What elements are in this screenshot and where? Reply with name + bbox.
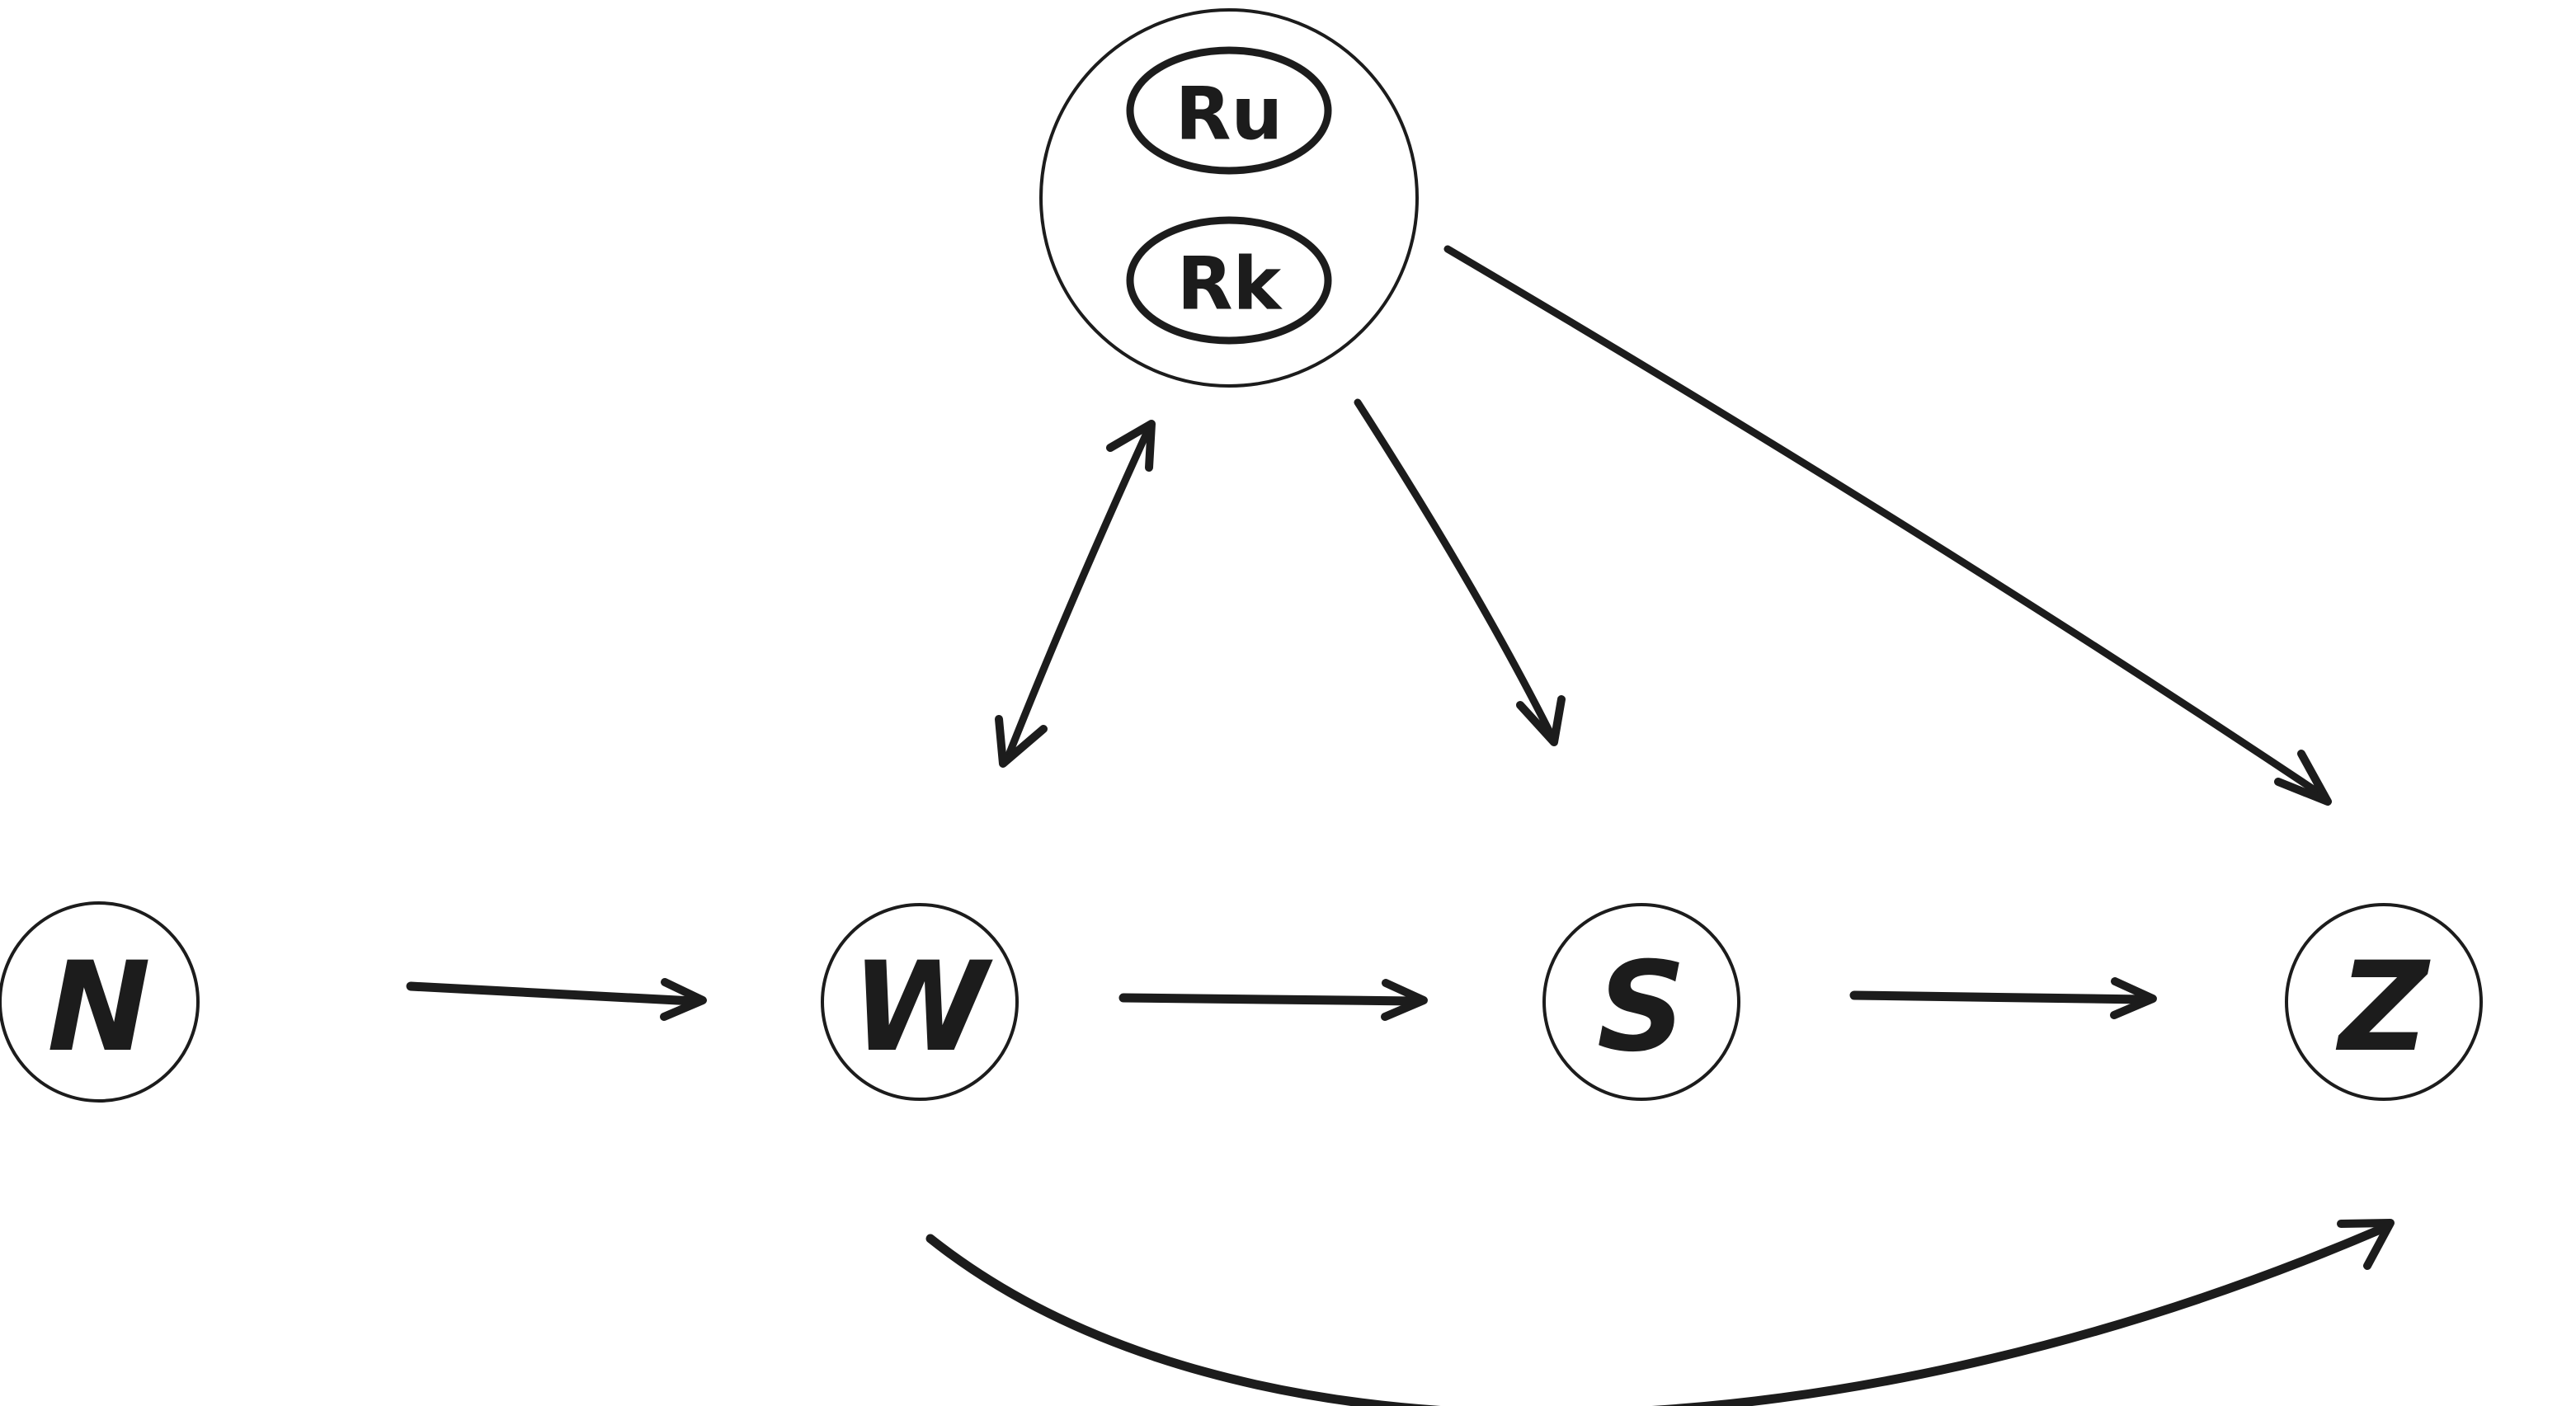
node-S-circle [1542, 903, 1740, 1101]
node-Rk-label: Rk [1177, 242, 1283, 327]
node-Z-label: Z [2336, 936, 2432, 1079]
node-R-outer-circle [1039, 8, 1419, 388]
edge-r-to-s-line [1354, 398, 1553, 735]
edge-r-to-z-line [1443, 245, 2324, 797]
node-Rk[interactable]: Rk [1126, 216, 1332, 345]
edge-s-to-z-line [1849, 990, 2148, 1004]
edge-r-to-s-arrowhead [1516, 695, 1566, 746]
edge-w-to-r-arrowhead-down [995, 715, 1048, 768]
node-Z-circle [2285, 903, 2483, 1101]
edge-w-to-r-arrowhead-up [1106, 420, 1156, 472]
node-N-label: N [47, 936, 151, 1079]
edge-s-to-z-arrowhead [2110, 977, 2157, 1019]
node-S[interactable]: S [1542, 903, 1740, 1101]
node-R[interactable]: Ru Rk [1039, 8, 1419, 388]
node-Ru-ellipse [1126, 46, 1332, 175]
node-N-circle [0, 901, 200, 1103]
edge-w-to-r-bidirectional [995, 420, 1156, 768]
node-Rk-ellipse [1126, 216, 1332, 345]
edge-n-to-w-line [406, 981, 698, 1006]
edge-n-to-w-arrowhead [660, 978, 707, 1021]
edge-r-to-z [1443, 245, 2332, 806]
edge-w-to-s-line [1118, 993, 1420, 1006]
edge-w-to-z-arrowhead [2337, 1219, 2395, 1270]
edge-s-to-z [1849, 977, 2157, 1019]
node-W[interactable]: W [821, 903, 1019, 1101]
node-W-label: W [851, 936, 993, 1079]
edge-w-to-s-arrowhead [1381, 979, 1428, 1021]
edge-n-to-w [406, 978, 707, 1021]
edge-w-to-z-curve [925, 1219, 2395, 1406]
edge-r-to-s [1354, 398, 1566, 746]
edge-r-to-z-arrowhead [2274, 750, 2332, 806]
edge-w-to-r-line [1004, 426, 1152, 761]
node-W-circle [821, 903, 1019, 1101]
edge-w-to-z-line [925, 1224, 2387, 1406]
node-Ru[interactable]: Ru [1126, 46, 1332, 175]
node-N[interactable]: N [0, 901, 200, 1103]
node-Z[interactable]: Z [2285, 903, 2483, 1101]
edge-w-to-s [1118, 979, 1428, 1021]
node-S-label: S [1597, 936, 1686, 1079]
node-Ru-label: Ru [1175, 72, 1283, 157]
